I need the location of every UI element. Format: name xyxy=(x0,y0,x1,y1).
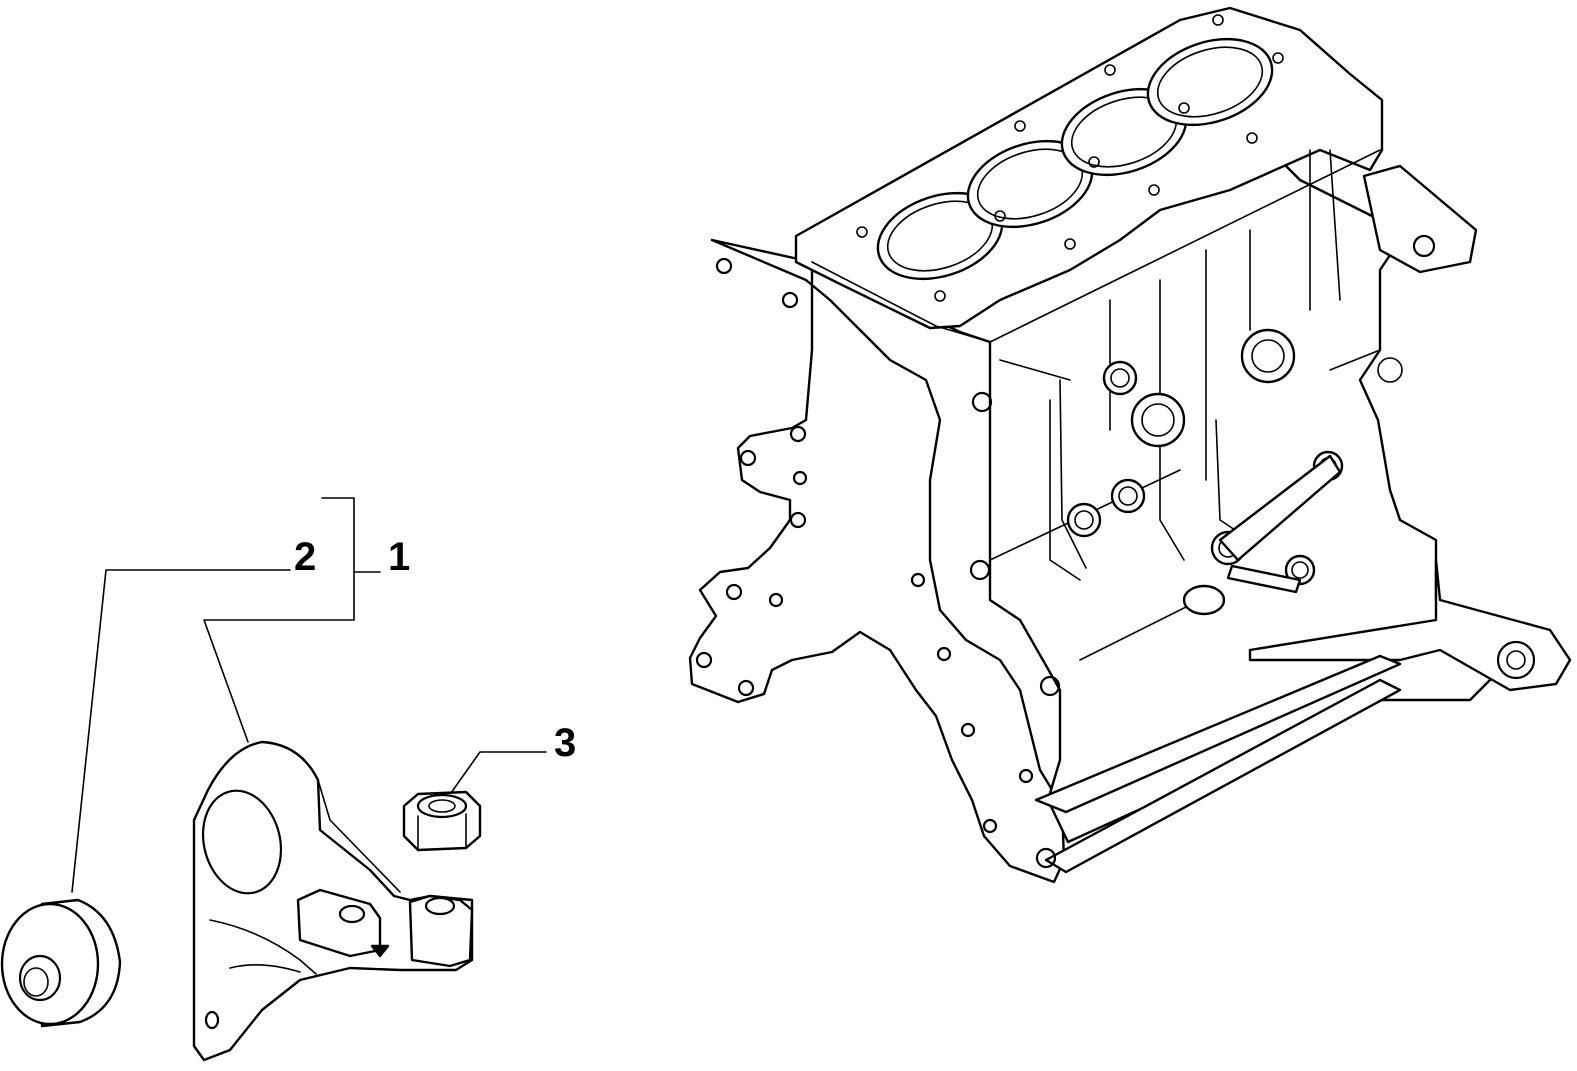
engine-block-linkage-2 xyxy=(1226,564,1302,594)
callout-3: 3 xyxy=(554,721,576,765)
cylinder-bores xyxy=(876,37,1274,281)
callout-1: 1 xyxy=(388,535,410,579)
bracket-web xyxy=(209,919,317,975)
bracket-web-2 xyxy=(229,964,301,973)
bracket-lower-hole xyxy=(204,1010,220,1030)
callout-3-leader xyxy=(445,751,547,801)
mount-bracket-part-1 xyxy=(192,740,474,1062)
bracket-stud-left-hole xyxy=(338,904,366,924)
engine-block-linkage xyxy=(1218,454,1342,562)
bracket-arrow-icon xyxy=(370,944,390,958)
rear-ear-hole xyxy=(1412,234,1436,258)
engine-block xyxy=(688,6,1572,884)
bushing-face xyxy=(0,902,100,1026)
nut-body xyxy=(402,790,482,852)
deck-bolt-holes xyxy=(856,14,1284,302)
engine-block-front-flange xyxy=(688,238,1066,884)
lower-rail-boss-hole xyxy=(1506,650,1526,670)
nut-bore-inner xyxy=(428,799,456,813)
bushing-bore-inner xyxy=(23,967,49,997)
bracket-rib xyxy=(317,779,401,893)
bracket-stud-right-hole xyxy=(424,896,456,916)
cylinder-bore-4-inner xyxy=(1156,46,1264,118)
callout-2-leader xyxy=(71,569,291,893)
engine-block-bottom-rail xyxy=(1034,654,1402,814)
flange-holes xyxy=(695,257,1034,834)
bracket-stud-right xyxy=(408,894,474,968)
nut-part-3 xyxy=(402,790,482,852)
bushing-bore xyxy=(18,954,62,1002)
bracket-bore xyxy=(201,789,283,895)
engine-block-rear-ear xyxy=(1362,164,1478,274)
engine-block-lower-rail xyxy=(1248,558,1572,692)
engine-block-bottom-rail-2 xyxy=(1044,678,1402,874)
bracket-stud-left xyxy=(296,888,382,958)
cylinder-bore-4 xyxy=(1146,37,1274,127)
lower-rail-boss xyxy=(1496,640,1536,680)
bushing-part-2 xyxy=(0,898,122,1028)
engine-block-deck-edge xyxy=(811,149,1381,343)
callout-2: 2 xyxy=(294,535,316,579)
callout-leaders xyxy=(71,497,547,893)
nut-bore xyxy=(416,793,468,819)
callout-1-bracket xyxy=(203,497,355,743)
